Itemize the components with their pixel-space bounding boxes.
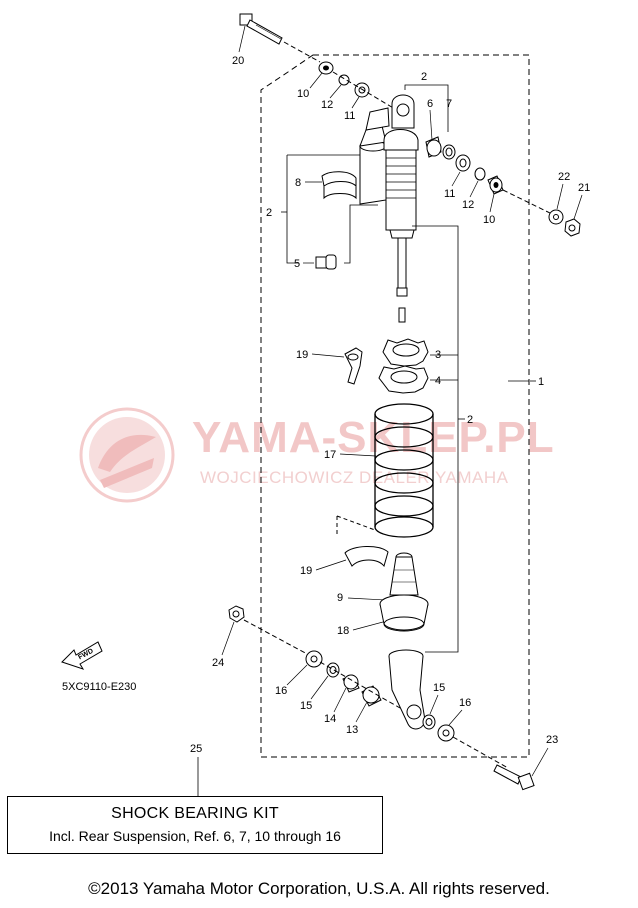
part-6-bearing [425,136,442,158]
part-5-valve [315,254,337,270]
part-8-band [321,171,357,200]
part-14-seal [342,674,360,693]
diagram-code: 5XC9110-E230 [62,681,136,693]
callout-15a: 15 [300,700,312,712]
callout-3: 3 [435,349,441,361]
part-11-bearing-upper [354,82,370,98]
part-23-bolt [493,764,535,791]
callout-20: 20 [232,55,244,67]
part-7-seal [442,144,456,160]
copyright-notice: ©2013 Yamaha Motor Corporation, U.S.A. A… [88,879,550,898]
callout-24: 24 [212,657,224,669]
callout-7: 7 [446,98,452,110]
callout-12a: 12 [321,99,333,111]
callout-2c: 2 [467,414,473,426]
callout-21: 21 [578,182,590,194]
callout-18: 18 [337,625,349,637]
watermark-logo-icon [79,407,175,503]
callout-17: 17 [324,449,336,461]
callout-15b: 15 [433,682,445,694]
part-15-oring-left [326,662,340,678]
callout-10a: 10 [297,88,309,100]
callout-4: 4 [435,375,441,387]
part-18-cap [379,594,429,632]
watermark: YAMA-SKLEP.PL WOJCIECHOWICZ DEALER YAMAH… [79,407,555,503]
part-16-collar-left [305,650,323,668]
part-19-spring-seat-upper [344,347,363,385]
part-11-bearing-lower [455,154,471,172]
callout-10b: 10 [483,214,495,226]
callout-6: 6 [427,98,433,110]
callout-13: 13 [346,724,358,736]
callout-2b: 2 [266,207,272,219]
part-19-spring-seat-lower [344,546,389,568]
callout-25: 25 [190,743,202,755]
callout-23: 23 [546,734,558,746]
callout-11a: 11 [344,110,355,122]
part-16-collar-right [437,724,455,742]
assembly-outline [260,54,530,758]
part-9-bump-rubber [389,552,419,596]
part-10-collar-lower [487,175,504,195]
part-24-nut [228,605,245,623]
callout-16a: 16 [275,685,287,697]
part-13-bearing [361,685,382,707]
callout-12b: 12 [462,199,474,211]
callout-8: 8 [295,177,301,189]
callout-16b: 16 [459,697,471,709]
callout-1: 1 [538,376,544,388]
part-17-spring [374,403,434,538]
shock-bearing-kit-box: SHOCK BEARING KIT Incl. Rear Suspension,… [7,796,383,854]
part-2-lower-eye [388,649,426,730]
part-12-oring-lower [474,167,486,181]
watermark-subtitle: WOJCIECHOWICZ DEALER YAMAHA [200,468,509,487]
callout-22: 22 [558,171,570,183]
callout-19b: 19 [300,565,312,577]
part-3-ring-nut [382,338,429,367]
part-2-shock-absorber [359,94,419,323]
watermark-title: YAMA-SKLEP.PL [192,413,555,462]
part-20-bolt [239,13,321,63]
part-15-oring-right [422,714,436,730]
part-22-washer [548,209,564,225]
callout-14: 14 [324,713,336,725]
fwd-arrow-icon: FWD [61,641,103,670]
part-21-nut [564,218,581,237]
callout-2a: 2 [421,71,427,83]
callout-19a: 19 [296,349,308,361]
part-12-oring-upper [338,74,350,86]
callout-11b: 11 [444,188,455,200]
part-4-lock-nut [378,365,429,394]
kit-subtitle: Incl. Rear Suspension, Ref. 6, 7, 10 thr… [49,828,341,844]
callout-5: 5 [294,258,300,270]
kit-title: SHOCK BEARING KIT [111,805,279,822]
part-10-collar-upper [318,61,334,75]
callout-9: 9 [337,592,343,604]
